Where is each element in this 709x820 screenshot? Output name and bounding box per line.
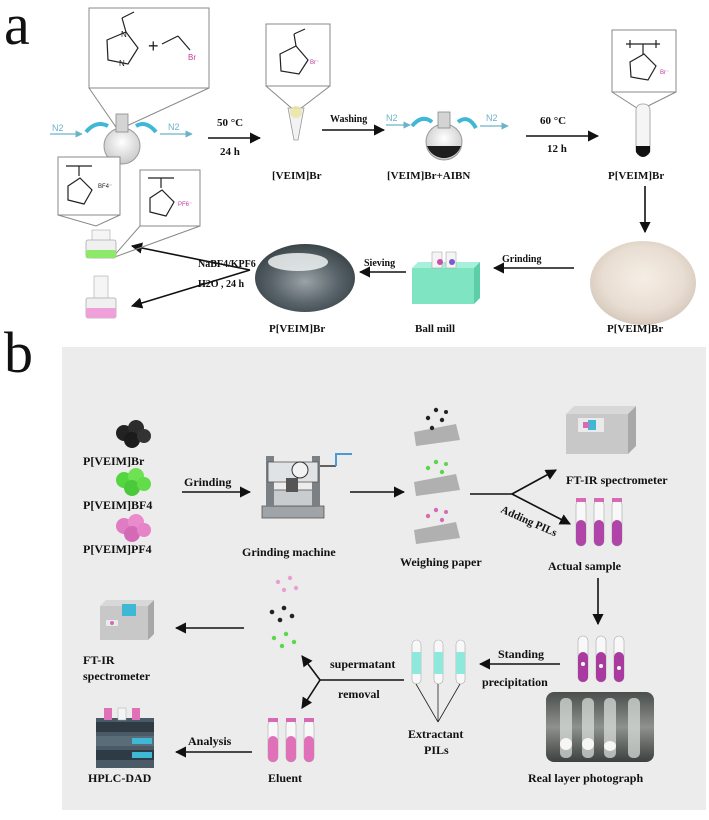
- supernatant-label: supermatant: [330, 657, 395, 671]
- step1-time: 24 h: [220, 146, 240, 158]
- pil-br-label: P[VEIM]Br: [83, 454, 145, 468]
- bf4-anion-label: BF4⁻: [98, 184, 112, 190]
- ground-powder-photo: [590, 241, 696, 325]
- anion-exchange-arrow: [130, 269, 251, 309]
- flow-arrow: [511, 493, 571, 525]
- grinding-label: Grinding: [184, 475, 231, 489]
- pil-bf4-label: P[VEIM]BF4: [83, 498, 152, 512]
- pil-pf4-powder: [116, 514, 151, 542]
- ball-mill-illustration: [412, 251, 480, 304]
- n-atom-label: N: [121, 30, 127, 39]
- n2-label: N2: [486, 113, 498, 123]
- bf4-polymer-callout: BF4⁻: [57, 156, 121, 227]
- polymerization-flask: N2 N2: [386, 111, 509, 161]
- ftir-top-label: FT-IR spectrometer: [566, 473, 668, 487]
- separated-particles: [269, 575, 299, 649]
- monomer-label: [VEIM]Br: [272, 170, 322, 182]
- grinding-machine-label: Grinding machine: [242, 545, 336, 559]
- sieving-label: Sieving: [364, 258, 395, 269]
- extractant-pil-tubes: [411, 639, 466, 723]
- monomer-callout: Br⁻: [265, 23, 331, 141]
- exchange-reagent: NaBF4/KPF6: [198, 259, 256, 270]
- washing-label: Washing: [330, 114, 367, 125]
- ftir-left-label: FT-IR: [83, 653, 115, 667]
- standing-label: Standing: [498, 647, 544, 661]
- extractant-pils-label: PILs: [424, 743, 449, 757]
- panel-a-letter: a: [4, 0, 30, 57]
- sieved-powder-label: P[VEIM]Br: [269, 323, 325, 335]
- step2-time: 12 h: [547, 143, 567, 155]
- br-atom-label: Br: [188, 53, 196, 62]
- svg-text:+: +: [148, 36, 159, 56]
- monomer-aibn-label: [VEIM]Br+AIBN: [387, 170, 470, 182]
- anion-exchange-arrow: [130, 242, 251, 271]
- real-layer-label: Real layer photograph: [528, 771, 643, 785]
- pil-bf4-powder: [116, 468, 151, 496]
- extractant-label: Extractant: [408, 727, 463, 741]
- pil-pf4-label: P[VEIM]PF4: [83, 542, 152, 556]
- precipitation-tubes: [577, 635, 625, 683]
- br-anion-label: Br⁻: [660, 70, 669, 76]
- real-layer-photograph: [546, 692, 654, 762]
- pf6-anion-label: PF6⁻: [178, 202, 192, 208]
- panel-b-letter: b: [4, 320, 33, 385]
- bf4-product-vial: [85, 229, 117, 259]
- grinding-label: Grinding: [502, 254, 541, 265]
- ball-mill-label: Ball mill: [415, 323, 455, 335]
- weighing-paper-label: Weighing paper: [400, 555, 482, 569]
- pf6-polymer-callout: PF6⁻: [111, 169, 201, 259]
- n2-label: N2: [52, 123, 64, 133]
- flow-arrow: [511, 469, 557, 495]
- step2-temperature: 60 °C: [540, 115, 566, 127]
- n2-label: N2: [168, 122, 180, 132]
- weighing-paper-illustration: [414, 407, 460, 544]
- pf6-product-vial: [85, 275, 117, 319]
- grinding-machine-illustration: [261, 453, 352, 519]
- ftir-left-label-2: spectrometer: [83, 669, 151, 683]
- n-atom-label: N: [119, 59, 125, 68]
- actual-sample-tubes: [575, 498, 623, 547]
- reaction-flask: N2 N2: [50, 113, 193, 165]
- hplc-dad-illustration: [96, 707, 154, 768]
- flow-arrow: [301, 679, 321, 709]
- ftir-spectrometer-left: [100, 600, 154, 640]
- step1-temperature: 50 °C: [217, 117, 243, 129]
- ftir-spectrometer-top: [566, 406, 636, 454]
- eluent-label: Eluent: [268, 771, 302, 785]
- precipitation-label: precipitation: [482, 675, 548, 689]
- exchange-conditions: H2O , 24 h: [198, 279, 245, 290]
- actual-sample-label: Actual sample: [548, 559, 622, 573]
- br-anion-label: Br⁻: [310, 60, 319, 66]
- ground-powder-label: P[VEIM]Br: [607, 323, 663, 335]
- polymer-label: P[VEIM]Br: [608, 170, 664, 182]
- removal-label: removal: [338, 687, 380, 701]
- hplc-label: HPLC-DAD: [88, 771, 152, 785]
- n2-label: N2: [386, 113, 398, 123]
- polymer-callout: Br⁻: [611, 29, 677, 157]
- reactant-structures-callout: N N + Br: [88, 7, 210, 131]
- analysis-label: Analysis: [188, 734, 232, 748]
- flow-arrow: [301, 655, 321, 681]
- eluent-tubes: [267, 718, 315, 763]
- pil-br-powder: [116, 420, 151, 448]
